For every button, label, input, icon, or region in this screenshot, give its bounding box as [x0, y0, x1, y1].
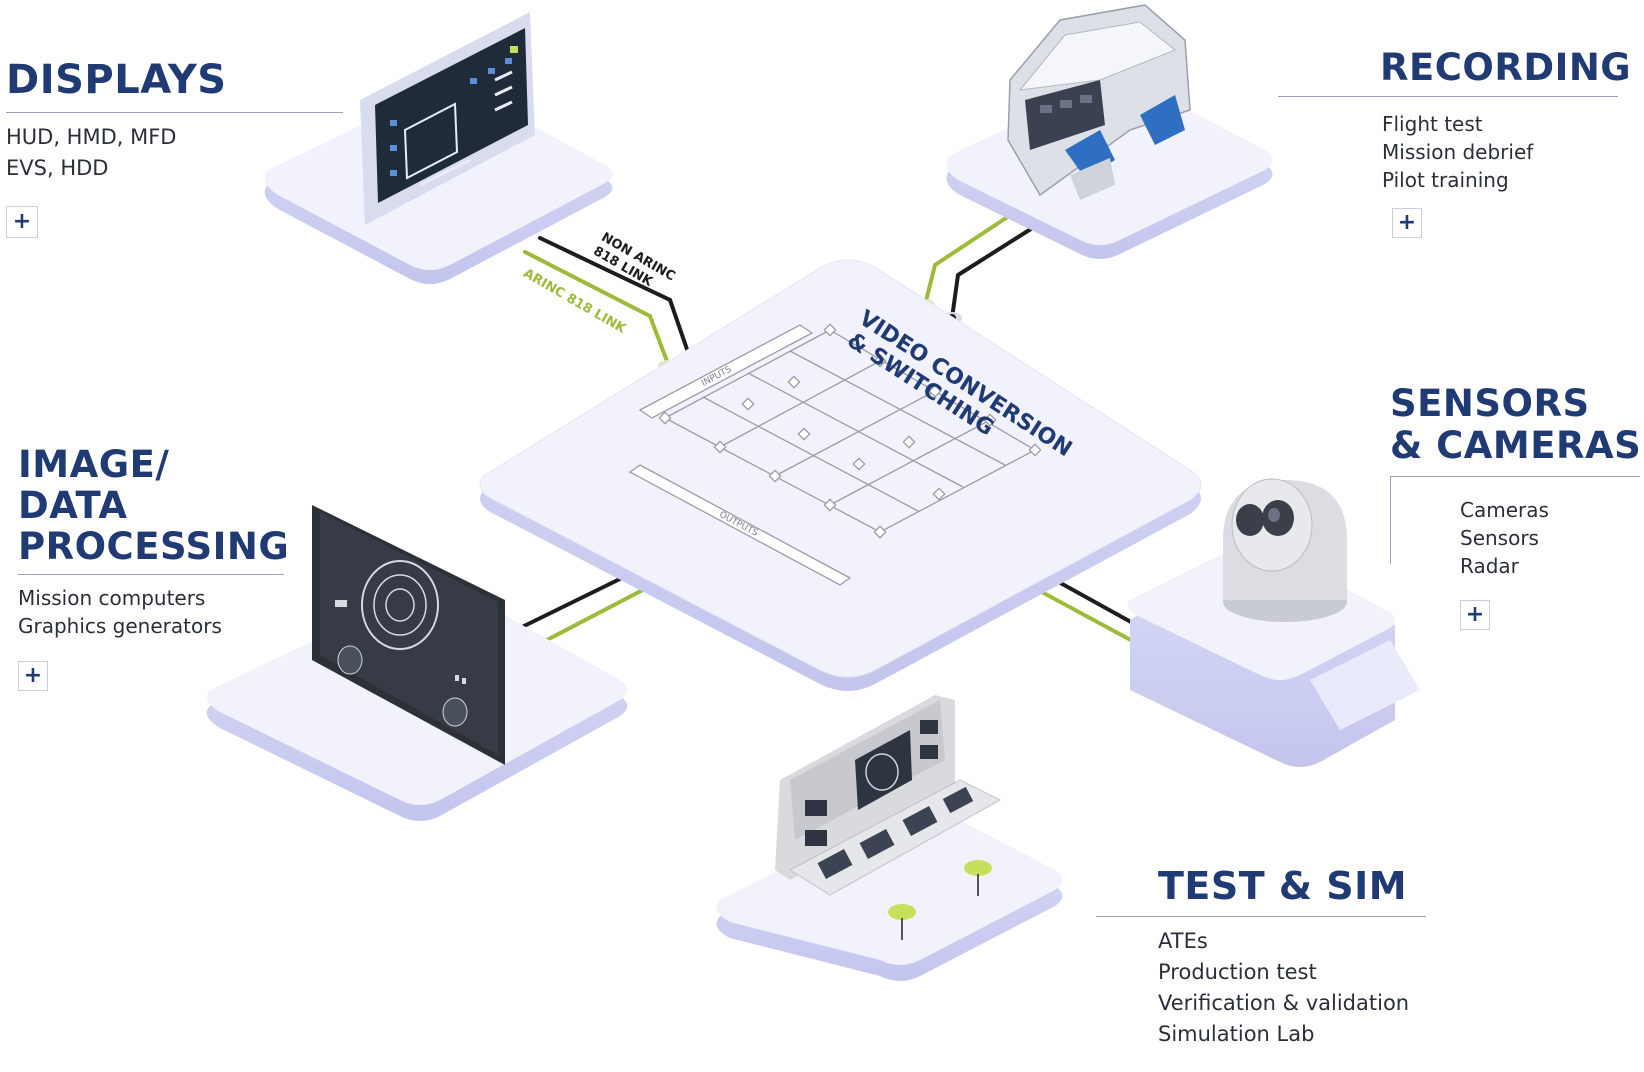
- cockpit-simulator-illustration: [1007, 4, 1191, 200]
- list-item: Verification & validation: [1158, 991, 1410, 1015]
- displays-items: HUD, HMD, MFD EVS, HDD: [6, 122, 176, 184]
- list-item: ATEs: [1158, 929, 1208, 953]
- sensors-vertical-rule: [1390, 476, 1391, 564]
- processing-title-line-3: PROCESSING: [18, 525, 290, 568]
- list-item: HUD, HMD, MFD: [6, 125, 177, 149]
- displays-expand-button[interactable]: +: [6, 206, 38, 238]
- recording-expand-button[interactable]: +: [1392, 208, 1422, 238]
- stools: [888, 860, 992, 940]
- displays-title: DISPLAYS: [6, 57, 227, 103]
- control-console-illustration: [775, 695, 1002, 940]
- list-item: Production test: [1158, 960, 1317, 984]
- processing-monitor-illustration: [312, 505, 505, 765]
- list-item: Mission computers: [18, 586, 206, 610]
- sensors-expand-button[interactable]: +: [1460, 600, 1490, 630]
- arinc-cable-recording: [923, 208, 1020, 307]
- displays-panel-illustration: [360, 12, 535, 225]
- testsim-items: ATEs Production test Verification & vali…: [1158, 926, 1409, 1050]
- processing-items: Mission computers Graphics generators: [18, 584, 222, 640]
- testsim-rule: [1096, 916, 1426, 917]
- list-item: Mission debrief: [1382, 140, 1534, 164]
- sensors-title-line-2: & CAMERAS: [1390, 424, 1642, 467]
- sensors-rule: [1390, 476, 1640, 477]
- list-item: Cameras: [1460, 498, 1549, 522]
- sensors-items: Cameras Sensors Radar: [1460, 496, 1549, 580]
- list-item: Simulation Lab: [1158, 1022, 1315, 1046]
- list-item: Flight test: [1382, 112, 1483, 136]
- list-item: Pilot training: [1382, 168, 1509, 192]
- processing-title-line-1: IMAGE/: [18, 443, 170, 486]
- list-item: Graphics generators: [18, 614, 222, 638]
- list-item: EVS, HDD: [6, 156, 109, 180]
- hub-platform: [479, 259, 1202, 691]
- processing-rule: [18, 574, 284, 575]
- arinc-cable-displays: [523, 250, 670, 366]
- dome-camera-illustration: [1223, 478, 1347, 622]
- sensors-title: SENSORS & CAMERAS: [1390, 383, 1641, 467]
- processing-expand-button[interactable]: +: [18, 661, 48, 691]
- processing-title: IMAGE/ DATA PROCESSING: [18, 444, 289, 567]
- list-item: Radar: [1460, 554, 1519, 578]
- recording-rule: [1278, 96, 1618, 97]
- recording-title: RECORDING: [1380, 46, 1632, 89]
- sensors-title-line-1: SENSORS: [1390, 382, 1590, 425]
- recording-items: Flight test Mission debrief Pilot traini…: [1382, 110, 1533, 194]
- displays-rule: [6, 112, 343, 113]
- non-arinc-cable-recording: [950, 220, 1044, 320]
- non-arinc-cable-displays: [538, 236, 692, 360]
- processing-title-line-2: DATA: [18, 484, 128, 527]
- switch-matrix: [628, 323, 1042, 586]
- list-item: Sensors: [1460, 526, 1539, 550]
- testsim-title: TEST & SIM: [1158, 864, 1408, 908]
